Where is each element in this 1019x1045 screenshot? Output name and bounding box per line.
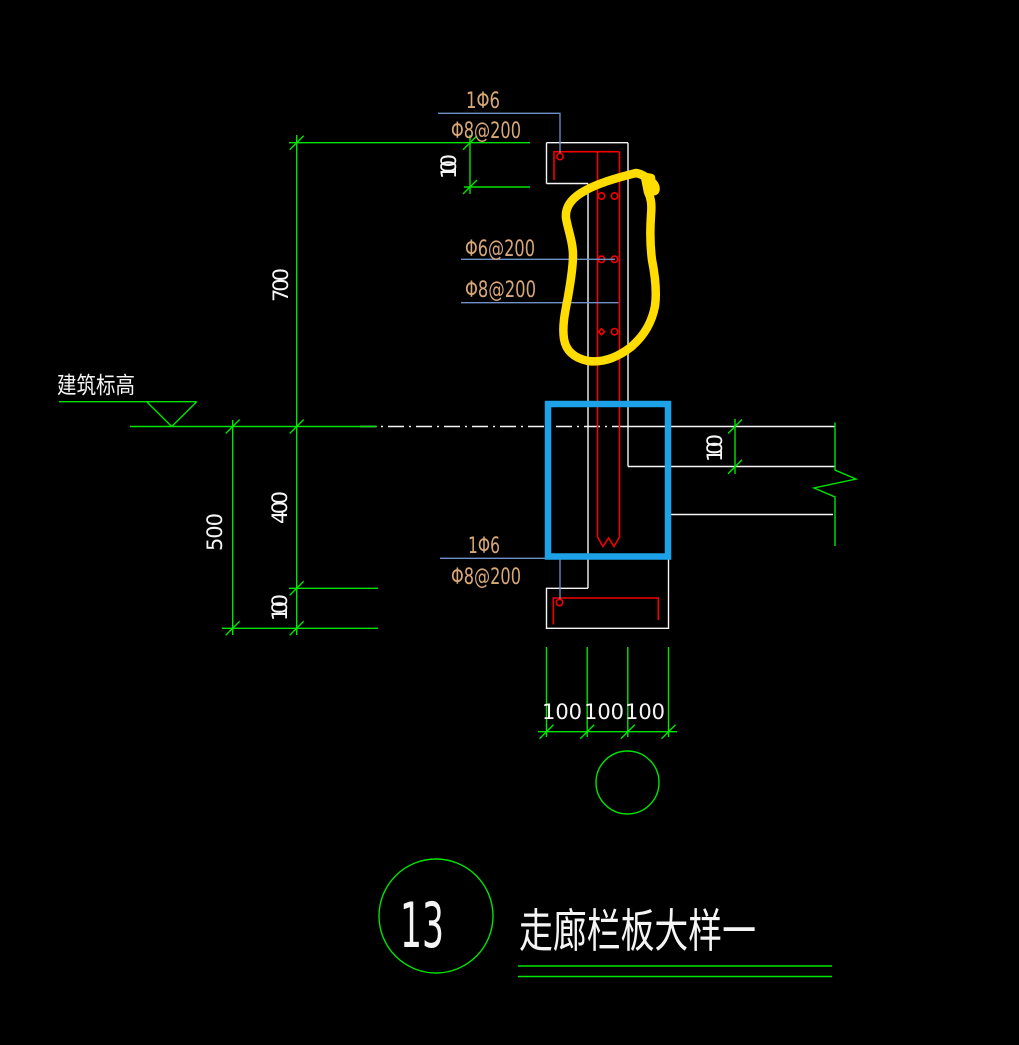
callout-wall-horizontal: Φ6@200 — [465, 237, 535, 262]
dim-lower-100: 100 — [268, 594, 292, 621]
detail-title: 走廊栏板大样一 — [519, 904, 756, 958]
bottom-drip-outline — [545, 513, 833, 629]
wall-vertical-bars — [596, 151, 621, 537]
detail-number-circle — [378, 858, 494, 974]
dimline-cap-100 — [289, 135, 530, 194]
dim-700: 700 — [269, 268, 293, 302]
dim-bottom-100-b: 100 — [584, 700, 624, 724]
callout-top-stirrup: Φ8@200 — [451, 119, 521, 144]
callout-bottom-bar: 1Φ6 — [468, 534, 500, 559]
dim-bottom-100-a: 100 — [542, 700, 582, 724]
rebar-red — [552, 150, 660, 625]
detail-number: 13 — [400, 889, 444, 962]
dimension-ticks — [225, 135, 743, 740]
rebar-callouts: 1Φ6 Φ8@200 Φ6@200 Φ8@200 1Φ6 Φ8@200 — [451, 89, 536, 590]
dim-slab-100: 100 — [703, 434, 727, 462]
bar-break-chevron — [596, 536, 621, 549]
dim-400: 400 — [268, 491, 292, 524]
slab-outline — [628, 425, 835, 468]
parapet-wall-outline — [587, 142, 629, 589]
cap-bar-section — [555, 152, 564, 161]
title-block: 13 走廊栏板大样一 — [400, 889, 756, 962]
callout-top-bar: 1Φ6 — [466, 89, 500, 114]
extension-lines-lower — [222, 587, 378, 629]
yellow-freehand-highlight — [559, 168, 661, 366]
dimension-lines — [59, 135, 859, 978]
concrete-outline — [360, 142, 835, 629]
dim-bottom-100-c: 100 — [625, 700, 665, 724]
title-underline — [518, 965, 832, 978]
section-break-line — [811, 422, 859, 546]
dim-cap-100: 100 — [437, 154, 461, 179]
elevation-mark-icon — [59, 401, 198, 428]
blue-selection-box — [544, 400, 672, 560]
axis-bubble-circle — [595, 750, 660, 815]
elevation-label: 建筑标高 — [57, 373, 135, 399]
dimlines-bottom-widths — [538, 647, 677, 737]
callout-bottom-stirrup: Φ8@200 — [451, 565, 521, 590]
callout-wall-vertical: Φ8@200 — [465, 278, 536, 303]
dimension-texts: 700 100 500 400 100 100 100 100 100 — [203, 154, 727, 724]
drip-bottom-bar — [552, 597, 660, 625]
drip-bar-section — [555, 598, 564, 607]
dim-500: 500 — [203, 513, 227, 551]
